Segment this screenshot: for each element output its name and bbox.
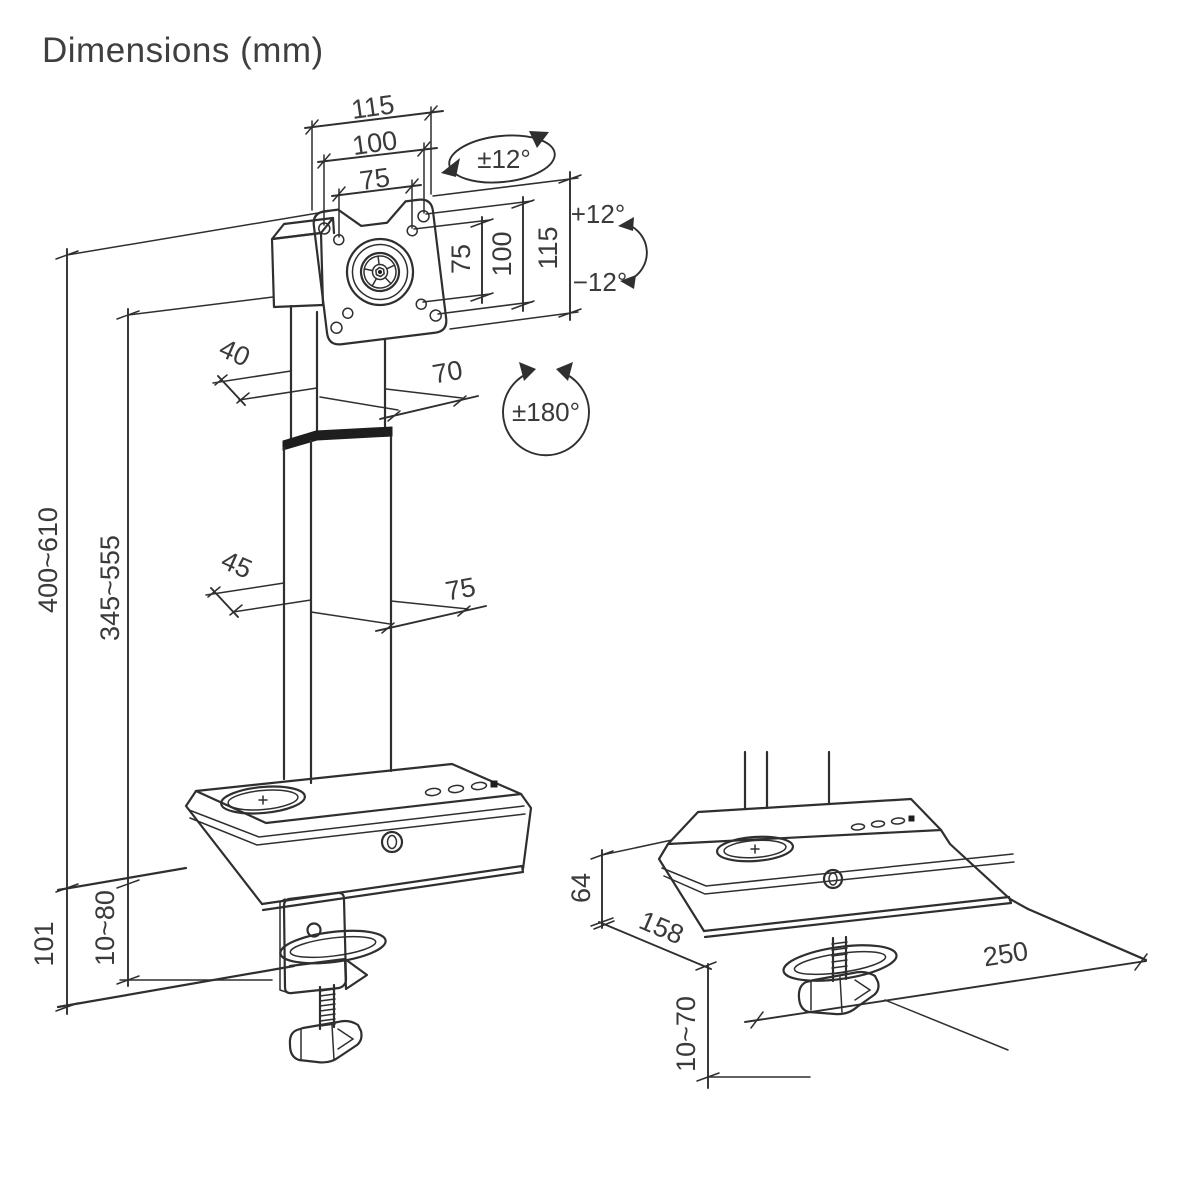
telescopic-joint [282, 426, 393, 451]
dim-height-column: 345~555 [95, 535, 125, 641]
upper-pole [289, 304, 387, 442]
dim-vesa-height-75: 75 [446, 244, 476, 274]
dim-vesa-width-115: 115 [349, 89, 396, 125]
clamp-knob [288, 1019, 363, 1064]
clamp-lower-arm [288, 957, 369, 991]
dim-vesa-widths: 115 100 75 [304, 89, 444, 238]
detail-base-unit [657, 797, 1030, 939]
dim-lower-pole: 45 75 [205, 545, 487, 634]
detail-desk-underside-edge [884, 999, 1009, 1051]
lower-pole [282, 435, 393, 785]
detail-desk-edge [1026, 907, 1148, 962]
tilt-up-label: +12° [571, 199, 626, 229]
swivel-range-label: ±12° [477, 144, 531, 174]
dim-vesa-width-100: 100 [350, 125, 399, 161]
cable-grommet [380, 830, 404, 854]
wireless-charging-pad [220, 785, 306, 815]
base-unit [184, 762, 533, 912]
dim-vesa-heights: 75 100 115 [413, 171, 582, 330]
desk-edges [56, 866, 296, 1009]
dim-desk-thickness-main: 10~80 [90, 890, 120, 966]
detail-desk-clamp [782, 935, 898, 1016]
dim-lower-pole-width: 75 [443, 572, 478, 607]
detail-view: 64 158 10~70 250 [566, 750, 1148, 1089]
dim-upper-pole-depth: 40 [215, 333, 255, 373]
detail-wireless-charging-pad [715, 835, 795, 863]
tilt-down-label: −12° [573, 267, 628, 297]
dim-upper-pole-width: 70 [430, 355, 465, 390]
dim-base-depth: 158 [635, 905, 688, 950]
detail-dimensions: 64 158 10~70 250 [566, 839, 1148, 1089]
dim-upper-pole: 40 70 [212, 333, 479, 422]
clamp-screw [318, 983, 336, 1031]
dim-base-width: 250 [981, 936, 1030, 973]
detail-pole-stub [743, 750, 831, 811]
rotation-range-label: ±180° [512, 397, 580, 427]
touch-control-icons [424, 780, 498, 797]
dim-lower-pole-depth: 45 [217, 545, 257, 585]
tilt-bracket [270, 216, 336, 309]
dim-base-height: 64 [566, 873, 596, 903]
dim-heights-left: 400~610 345~555 101 10~80 [29, 210, 331, 1015]
page-title: Dimensions (mm) [42, 31, 324, 70]
detail-clamp-screw [831, 935, 848, 983]
dim-clamp-height: 101 [29, 921, 59, 966]
clamp-ring-handle [279, 929, 387, 965]
main-view: 115 100 75 75 100 115 ±12° +12° −12° [29, 89, 648, 1064]
vesa-plate [312, 198, 448, 346]
detail-clamp-knob [797, 970, 880, 1016]
dim-vesa-height-115: 115 [533, 226, 563, 269]
tilt-arrow: +12° −12° [571, 199, 648, 297]
dim-height-total: 400~610 [33, 507, 63, 613]
desk-clamp [279, 891, 387, 1064]
swivel-arrow: ±12° [441, 131, 556, 184]
quick-release-hub [345, 237, 415, 307]
dim-vesa-width-75: 75 [358, 162, 392, 196]
dim-desk-thickness-detail: 10~70 [671, 996, 701, 1072]
dim-vesa-height-100: 100 [487, 231, 517, 276]
detail-cable-grommet [822, 868, 844, 890]
rotation-arrow: ±180° [502, 362, 590, 457]
clamp-screw-hole [306, 922, 322, 938]
detail-touch-control-icons [850, 815, 915, 831]
